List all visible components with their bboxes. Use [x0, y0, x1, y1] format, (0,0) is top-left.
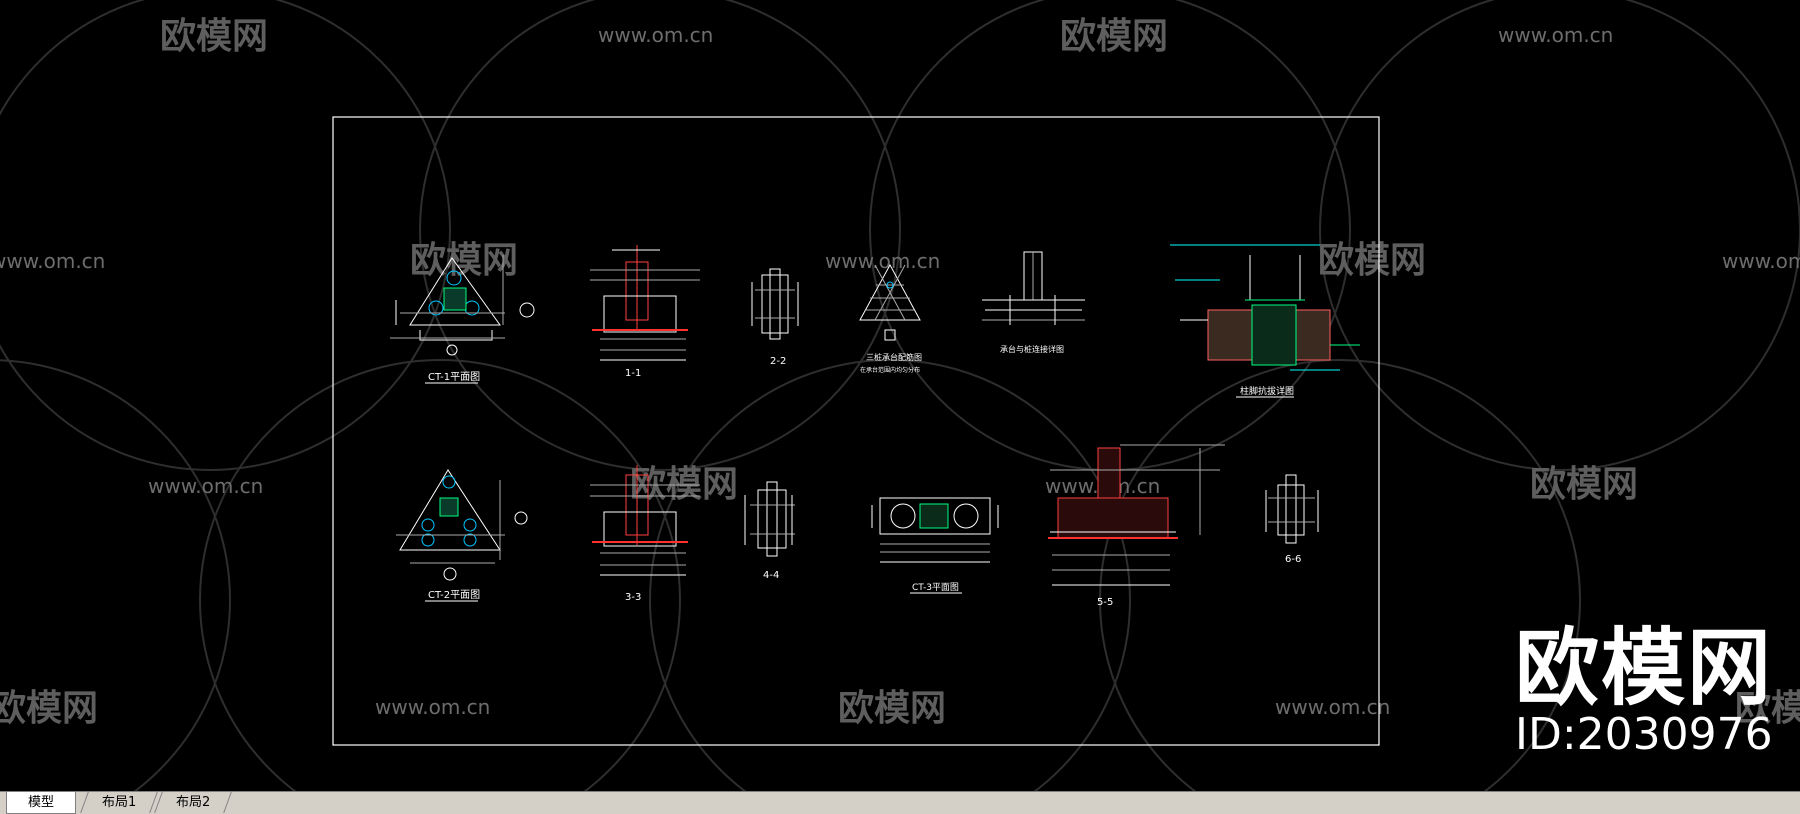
watermark-site: www.om.cn: [1498, 23, 1613, 47]
ct1-plan-view[interactable]: [390, 255, 535, 356]
watermark-texts: 欧模网 www.om.cn 欧模网 www.om.cn www.om.cn 欧模…: [0, 16, 1800, 729]
watermark-site: www.om.cn: [0, 249, 105, 273]
three-pile-cap-rebar[interactable]: [859, 263, 921, 341]
section-3-3[interactable]: [590, 465, 700, 576]
ct2-plan-view[interactable]: [396, 469, 528, 581]
watermark-logo: 欧模网: [838, 688, 946, 729]
drawing-svg[interactable]: 欧模网 www.om.cn 欧模网 www.om.cn www.om.cn 欧模…: [0, 0, 1800, 791]
cad-model-space[interactable]: 欧模网 www.om.cn 欧模网 www.om.cn www.om.cn 欧模…: [0, 0, 1800, 791]
pile-top-detail[interactable]: [1170, 244, 1360, 371]
tab-model-label: 模型: [27, 795, 54, 810]
label-pile-cap-connection: 承台与桩连接详图: [1000, 344, 1064, 354]
watermark-site: www.om.cn: [598, 23, 713, 47]
label-pile-top-detail: 柱脚抗拔详图: [1240, 385, 1294, 397]
tab-layout2[interactable]: 布局2: [154, 792, 232, 813]
layout-tab-bar: 模型 布局1 布局2: [0, 791, 1800, 814]
watermark-logo: 欧模网: [1530, 464, 1638, 505]
watermark-logo: 欧模网: [0, 688, 98, 729]
pile-cap-connection[interactable]: [982, 251, 1085, 325]
label-section-3-3: 3-3: [625, 592, 641, 603]
label-ct3-plan: CT-3平面图: [912, 582, 959, 593]
section-2-2[interactable]: [751, 268, 799, 340]
watermark-logo: 欧模网: [1060, 16, 1168, 57]
tab-model[interactable]: 模型: [6, 792, 76, 814]
tab-layout1[interactable]: 布局1: [80, 792, 158, 813]
watermark-logo: 欧模网: [160, 16, 268, 57]
label-section-5-5: 5-5: [1097, 597, 1113, 608]
ct3-plan-view[interactable]: [871, 497, 999, 563]
watermark-logo: 欧模网: [1735, 688, 1800, 729]
watermark-site: www.om.cn: [1275, 695, 1390, 719]
label-ct2-plan: CT-2平面图: [428, 589, 480, 601]
watermark-logo: 欧模网: [1318, 240, 1426, 281]
section-4-4[interactable]: [744, 481, 795, 557]
section-1-1[interactable]: [590, 245, 700, 361]
watermark-big-title: 欧模网: [1515, 619, 1774, 717]
watermark-site: www.om.cn: [825, 249, 940, 273]
tab-layout2-label: 布局2: [175, 795, 211, 810]
section-5-5[interactable]: [1048, 444, 1225, 586]
section-6-6[interactable]: [1265, 474, 1319, 544]
label-section-2-2: 2-2: [770, 356, 786, 367]
tab-layout1-label: 布局1: [101, 795, 137, 810]
label-ct1-plan: CT-1平面图: [428, 371, 480, 383]
label-three-pile-note: 在承台范围内均匀分布: [860, 366, 920, 374]
watermark-site: www.om.cn: [375, 695, 490, 719]
watermark-site: www.om.cn: [148, 474, 263, 498]
drawing-frame: [332, 116, 1380, 746]
watermark-site: www.om.cn: [1722, 249, 1800, 273]
label-section-1-1: 1-1: [625, 368, 641, 379]
label-section-4-4: 4-4: [763, 570, 779, 581]
watermark-id: ID:2030976: [1515, 709, 1773, 760]
label-three-pile-cap: 三桩承台配筋图: [866, 352, 922, 362]
label-section-6-6: 6-6: [1285, 554, 1301, 565]
